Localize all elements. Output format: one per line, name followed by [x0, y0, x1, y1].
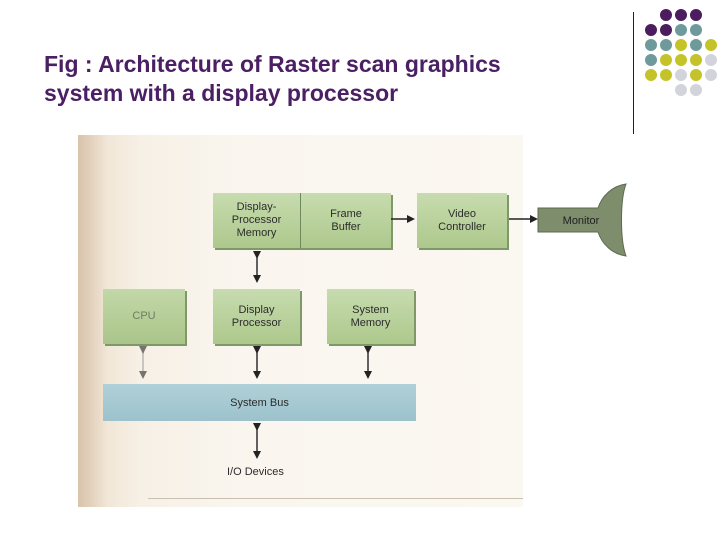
- decor-dot: [645, 54, 657, 66]
- decor-dot: [690, 9, 702, 21]
- display-processor-memory-frame-buffer-block: Display- Processor Memory Frame Buffer: [213, 193, 391, 248]
- system-memory-label: System Memory: [350, 303, 391, 329]
- decor-dot: [675, 9, 687, 21]
- decor-dot: [645, 39, 657, 51]
- monitor-label: Monitor: [563, 215, 600, 227]
- decor-vertical-line: [633, 12, 634, 134]
- decor-dot: [705, 69, 717, 81]
- decor-dot: [660, 54, 672, 66]
- io-devices-label: I/O Devices: [227, 466, 284, 478]
- decor-dot: [660, 24, 672, 36]
- decor-dot: [705, 54, 717, 66]
- decor-dot: [705, 39, 717, 51]
- decor-dot: [645, 24, 657, 36]
- decor-dot: [690, 39, 702, 51]
- display-processor-block: Display Processor: [213, 289, 300, 344]
- display-processor-label: Display Processor: [231, 303, 282, 329]
- frame-buffer-label: Frame Buffer: [330, 207, 362, 233]
- system-bus-label: System Bus: [230, 396, 289, 409]
- decor-dot: [675, 39, 687, 51]
- decor-dot: [675, 24, 687, 36]
- monitor-shape: [537, 183, 627, 257]
- decor-dot: [690, 24, 702, 36]
- display-processor-memory-label: Display- Processor Memory: [231, 201, 282, 239]
- decor-dot: [690, 84, 702, 96]
- decor-dot: [690, 54, 702, 66]
- decor-dot: [660, 69, 672, 81]
- decor-dot: [645, 69, 657, 81]
- cpu-block: CPU: [103, 289, 185, 344]
- title-line-2: system with a display processor: [44, 80, 399, 106]
- decor-dot: [675, 84, 687, 96]
- block-divider: [300, 193, 301, 248]
- slide-title: Fig : Architecture of Raster scan graphi…: [44, 50, 624, 108]
- video-controller-block: Video Controller: [417, 193, 507, 248]
- decor-dot: [660, 9, 672, 21]
- system-memory-block: System Memory: [327, 289, 414, 344]
- decor-dot: [675, 69, 687, 81]
- system-bus: System Bus: [103, 384, 416, 421]
- photo-edge-line: [148, 498, 523, 499]
- decor-dot: [690, 69, 702, 81]
- video-controller-label: Video Controller: [438, 207, 486, 233]
- decor-dot: [660, 39, 672, 51]
- decor-dot: [675, 54, 687, 66]
- title-line-1: Fig : Architecture of Raster scan graphi…: [44, 51, 501, 77]
- cpu-label: CPU: [132, 310, 156, 322]
